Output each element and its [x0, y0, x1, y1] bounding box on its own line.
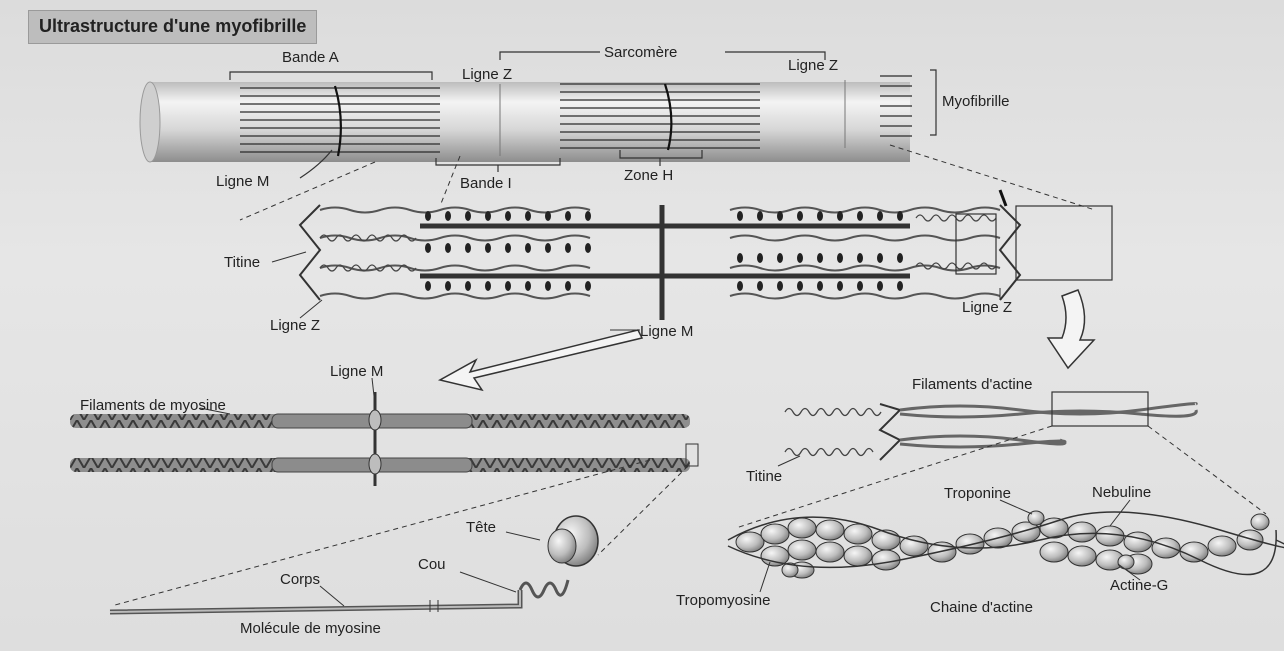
- label-nebuline: Nebuline: [1092, 485, 1151, 500]
- label-bande-i: Bande I: [460, 176, 512, 191]
- label-filaments-myosine: Filaments de myosine: [80, 398, 226, 413]
- label-ligne-z-mid-right: Ligne Z: [962, 300, 1012, 315]
- label-tropomyosine: Tropomyosine: [676, 593, 770, 608]
- myosin-molecule: [110, 516, 598, 612]
- label-titine-mid: Titine: [224, 255, 260, 270]
- label-ligne-m-bottom: Ligne M: [330, 364, 383, 379]
- label-cou: Cou: [418, 557, 446, 572]
- label-zone-h: Zone H: [624, 168, 673, 183]
- label-bande-a: Bande A: [282, 50, 339, 65]
- label-ligne-z-top-right: Ligne Z: [788, 58, 838, 73]
- label-ligne-m-mid: Ligne M: [640, 324, 693, 339]
- label-actine-g: Actine-G: [1110, 578, 1168, 593]
- label-titine-bottom: Titine: [746, 469, 782, 484]
- label-tete: Tête: [466, 520, 496, 535]
- myosin-filaments-mid: [420, 226, 910, 276]
- myofibril-cylinder: [140, 76, 912, 162]
- label-sarcomere: Sarcomère: [604, 45, 677, 60]
- label-troponine: Troponine: [944, 486, 1011, 501]
- label-corps: Corps: [280, 572, 320, 587]
- label-molecule-myosine: Molécule de myosine: [240, 621, 381, 636]
- zoom-lines-bottom-left: [115, 460, 688, 605]
- myosin-filament-detail: [70, 378, 698, 486]
- label-chaine-actine: Chaine d'actine: [930, 600, 1033, 615]
- label-filaments-actine: Filaments d'actine: [912, 377, 1032, 392]
- label-ligne-z-mid-left: Ligne Z: [270, 318, 320, 333]
- actin-filament-detail: [778, 392, 1196, 466]
- label-ligne-z-top-left: Ligne Z: [462, 67, 512, 82]
- label-myofibrille: Myofibrille: [942, 94, 1010, 109]
- label-ligne-m-top: Ligne M: [216, 174, 269, 189]
- zoom-lines-bottom-right: [736, 426, 1266, 528]
